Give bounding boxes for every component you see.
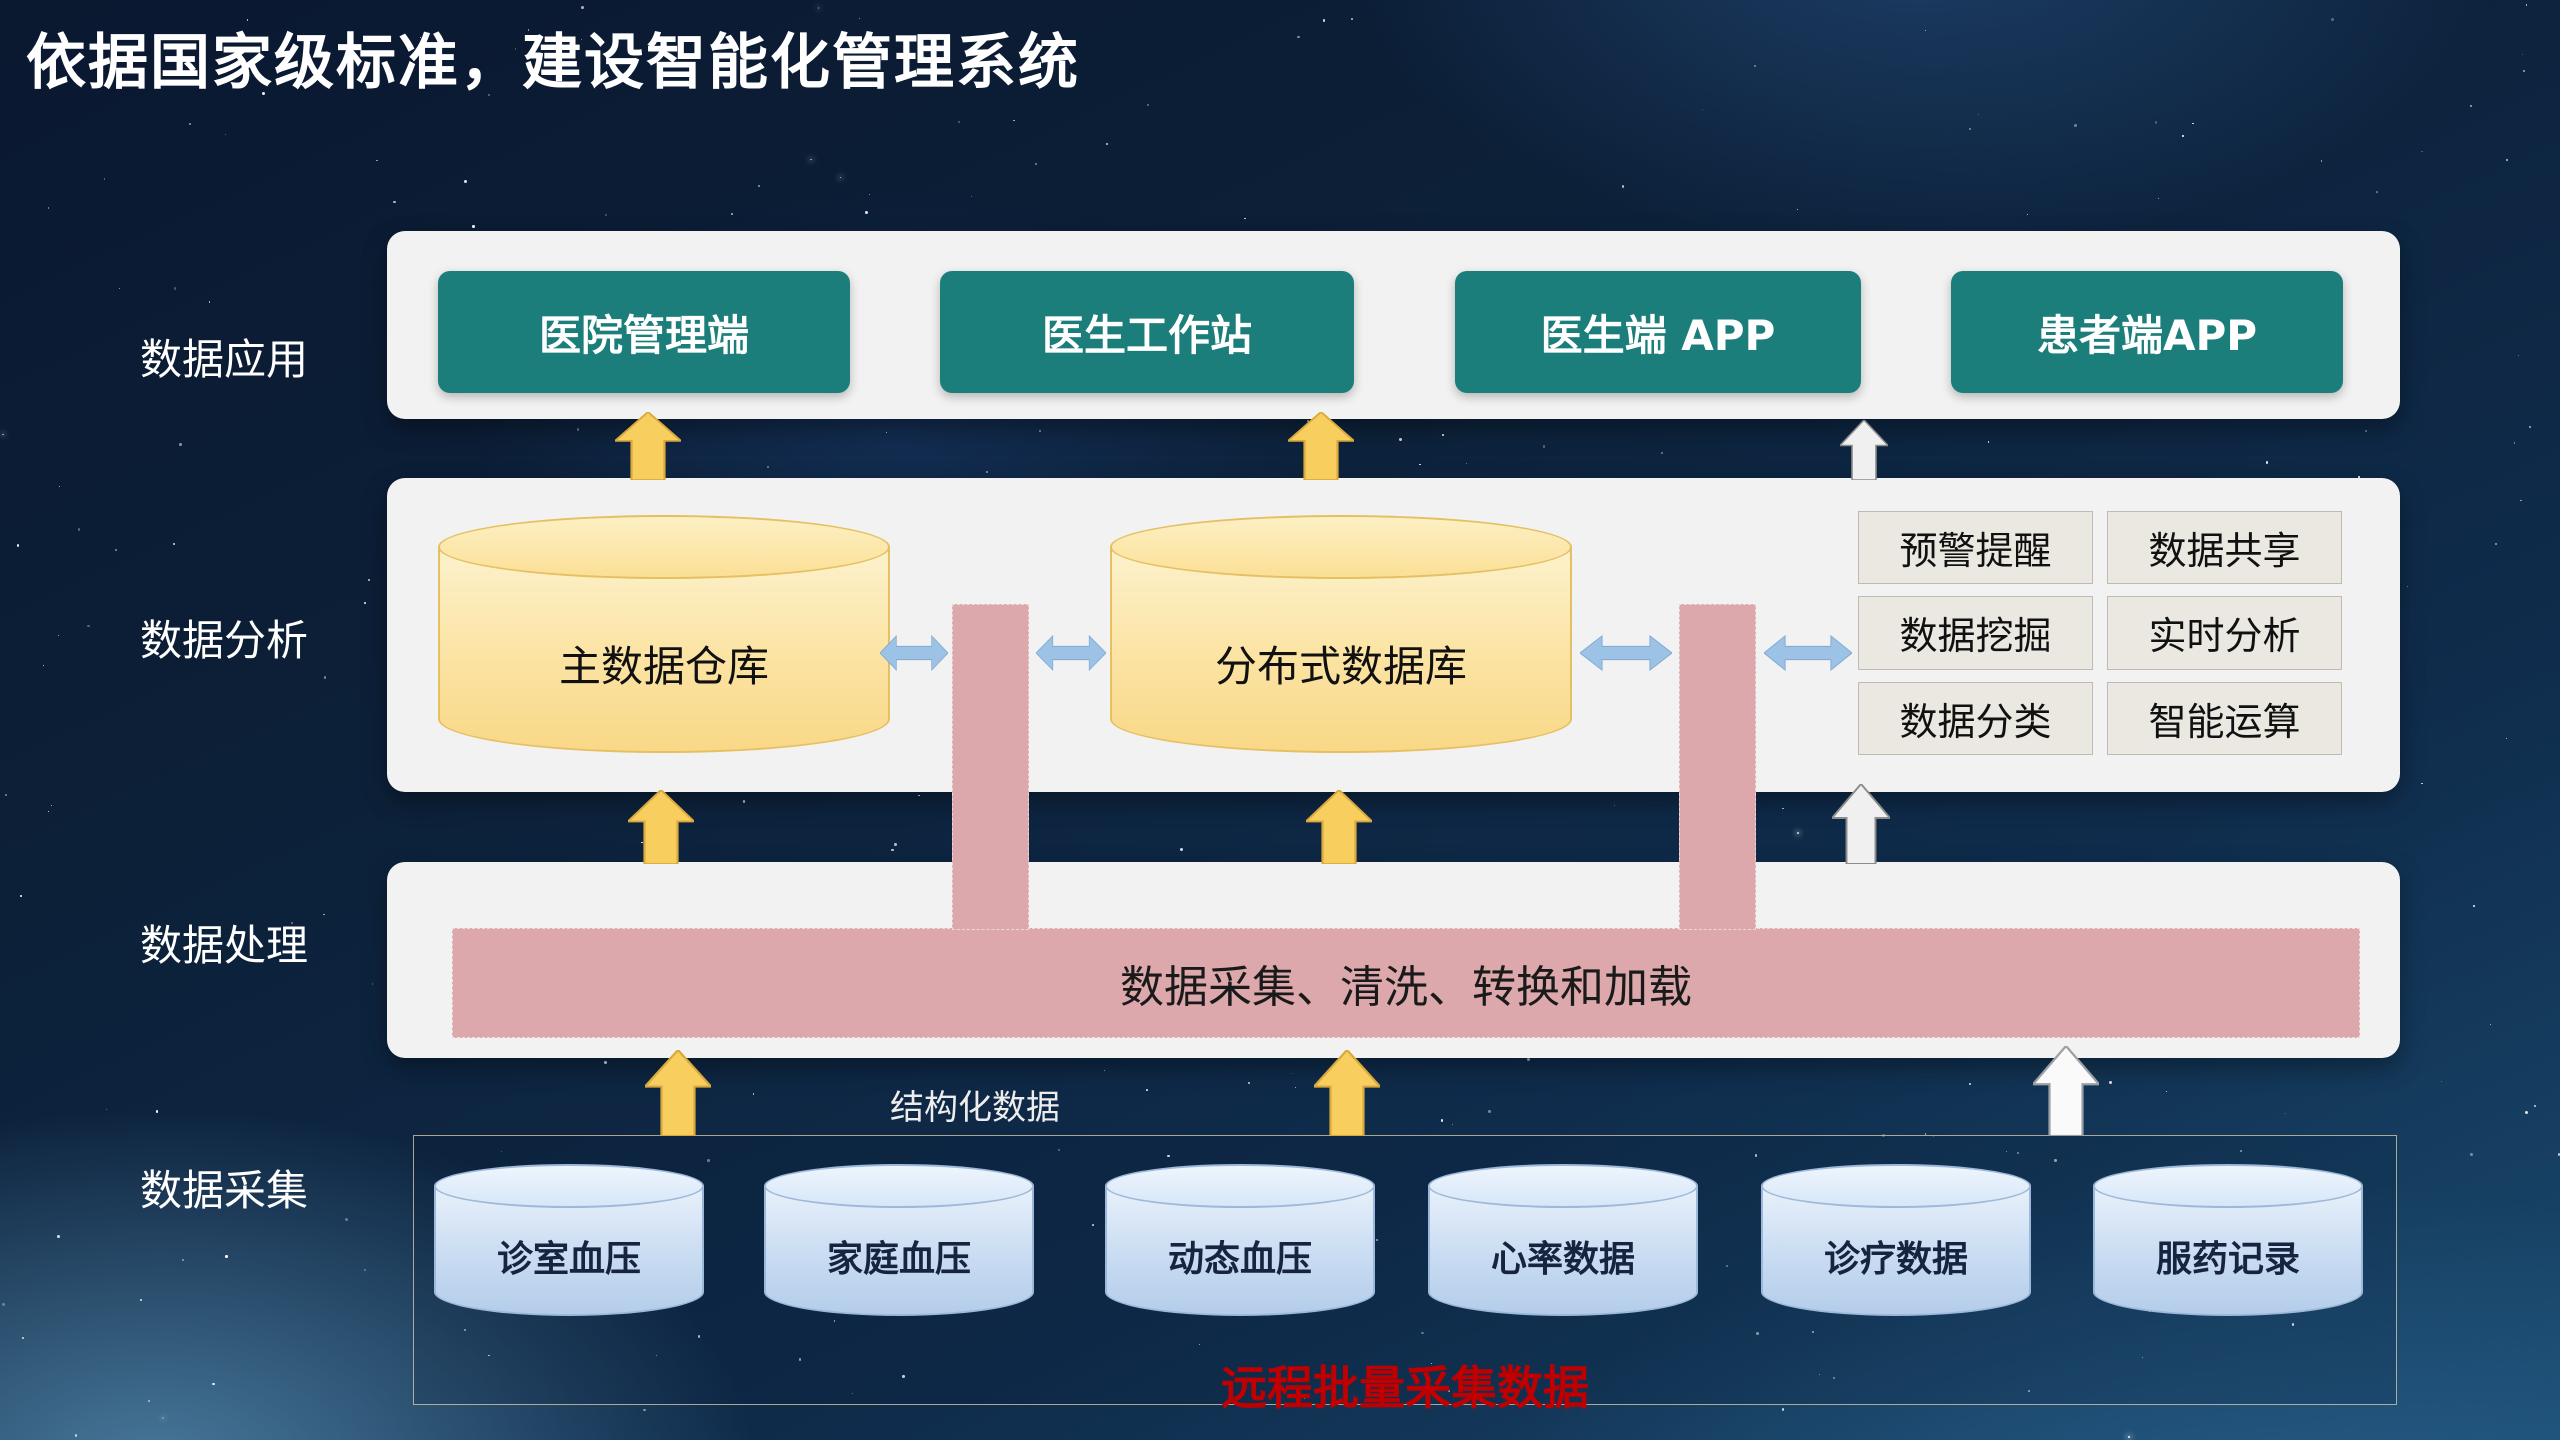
- app-hospital-management: 医院管理端: [438, 271, 850, 393]
- double-arrow-warehouse-bar: [880, 634, 948, 672]
- etl-bar: 数据采集、清洗、转换和加载: [452, 928, 2360, 1038]
- layer-label-data-collection: 数据采集: [140, 1157, 308, 1218]
- layer-label-data-analysis: 数据分析: [140, 607, 308, 668]
- function-cell-alert-reminder: 预警提醒: [1858, 511, 2093, 584]
- layer-label-data-processing: 数据处理: [140, 912, 308, 973]
- cylinder-top-ellipse: [1761, 1164, 2031, 1208]
- function-cell-data-sharing: 数据共享: [2107, 511, 2342, 584]
- analysis-function-grid: 预警提醒 数据共享 数据挖掘 实时分析 数据分类 智能运算: [1858, 511, 2342, 755]
- source-cylinder-heart-rate: 心率数据: [1428, 1164, 1698, 1316]
- function-cell-realtime-analysis: 实时分析: [2107, 596, 2342, 669]
- up-arrow-white-sources-to-etl-right: [2033, 1046, 2099, 1136]
- source-label: 服药记录: [2093, 1230, 2363, 1282]
- distributed-database-cylinder: 分布式数据库: [1110, 515, 1572, 755]
- source-label: 诊疗数据: [1761, 1230, 2031, 1282]
- function-cell-data-mining: 数据挖掘: [1858, 596, 2093, 669]
- source-cylinder-medication-record: 服药记录: [2093, 1164, 2363, 1316]
- layer-label-data-application: 数据应用: [140, 326, 308, 387]
- up-arrow-yellow-etl-to-warehouse: [628, 790, 694, 864]
- source-cylinder-home-bp: 家庭血压: [764, 1164, 1034, 1316]
- up-arrow-gray-functions-to-apps: [1840, 420, 1888, 480]
- application-band: 医院管理端 医生工作站 医生端 APP 患者端APP: [387, 231, 2400, 419]
- main-data-warehouse-cylinder: 主数据仓库: [438, 515, 890, 755]
- page-title: 依据国家级标准，建设智能化管理系统: [26, 14, 1080, 101]
- double-arrow-distributed-bar: [1580, 634, 1672, 672]
- source-cylinder-clinic-bp: 诊室血压: [434, 1164, 704, 1316]
- source-label: 家庭血压: [764, 1230, 1034, 1282]
- source-label: 心率数据: [1428, 1230, 1698, 1282]
- processing-band: 数据采集、清洗、转换和加载: [387, 862, 2400, 1058]
- up-arrow-gray-etl-to-functions: [1832, 784, 1890, 864]
- cylinder-top-ellipse: [1110, 515, 1572, 579]
- structured-data-note: 结构化数据: [890, 1080, 1060, 1129]
- function-cell-intelligent-computing: 智能运算: [2107, 682, 2342, 755]
- app-doctor-workstation: 医生工作站: [940, 271, 1354, 393]
- up-arrow-yellow-sources-to-etl-left: [645, 1050, 711, 1136]
- pink-connector-bar-left: [952, 604, 1029, 930]
- source-cylinder-diagnosis-data: 诊疗数据: [1761, 1164, 2031, 1316]
- cylinder-top-ellipse: [2093, 1164, 2363, 1208]
- source-cylinder-ambulatory-bp: 动态血压: [1105, 1164, 1375, 1316]
- app-patient-app: 患者端APP: [1951, 271, 2343, 393]
- cylinder-top-ellipse: [764, 1164, 1034, 1208]
- distributed-database-label: 分布式数据库: [1110, 633, 1572, 694]
- cylinder-top-ellipse: [1428, 1164, 1698, 1208]
- app-doctor-app: 医生端 APP: [1455, 271, 1861, 393]
- source-label: 诊室血压: [434, 1230, 704, 1282]
- main-data-warehouse-label: 主数据仓库: [438, 633, 890, 694]
- collection-box: 诊室血压 家庭血压 动态血压 心率数据 诊疗数据 服药记录 远程批量采集数据: [413, 1135, 2397, 1405]
- source-label: 动态血压: [1105, 1230, 1375, 1282]
- double-arrow-bar-distributed: [1036, 634, 1106, 672]
- up-arrow-yellow-etl-to-distributed: [1306, 790, 1372, 864]
- up-arrow-yellow-warehouse-to-apps: [615, 412, 681, 480]
- double-arrow-bar-functions: [1764, 634, 1852, 672]
- pink-connector-bar-right: [1679, 604, 1756, 930]
- cylinder-top-ellipse: [438, 515, 890, 579]
- analysis-band: 主数据仓库 分布式数据库 预警提醒 数据共享 数据挖掘 实时分析 数据分类 智能…: [387, 478, 2400, 792]
- function-cell-data-classification: 数据分类: [1858, 682, 2093, 755]
- up-arrow-yellow-distributed-to-apps: [1288, 412, 1354, 480]
- cylinder-top-ellipse: [1105, 1164, 1375, 1208]
- up-arrow-yellow-sources-to-etl-mid: [1314, 1050, 1380, 1136]
- cylinder-top-ellipse: [434, 1164, 704, 1208]
- remote-batch-caption: 远程批量采集数据: [414, 1352, 2396, 1418]
